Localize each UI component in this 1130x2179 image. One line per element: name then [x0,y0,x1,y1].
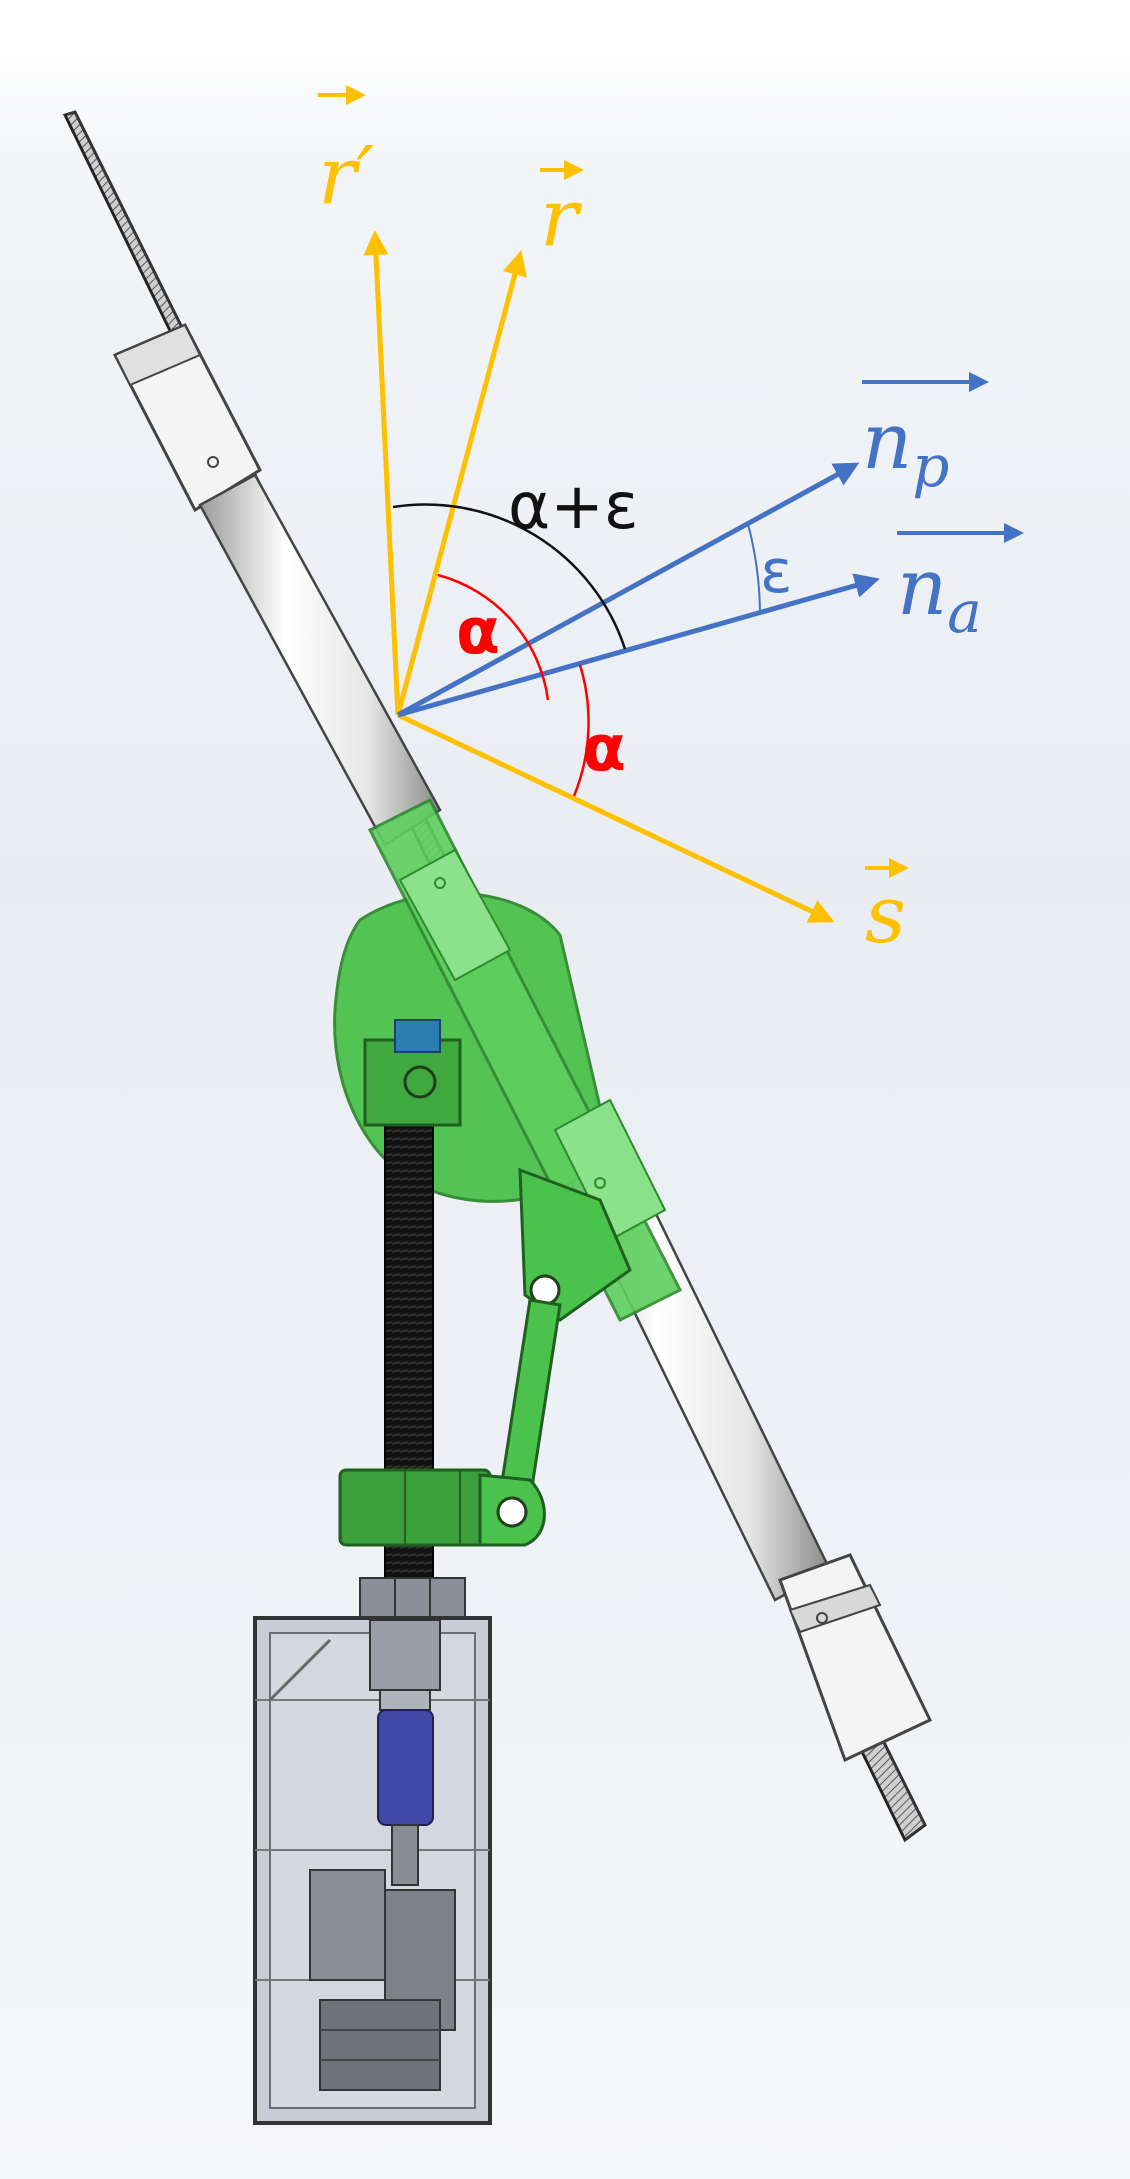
hex-nut [359,1577,466,1621]
arc-alpha-lower [572,664,590,797]
vector-arrows [363,230,880,923]
vector-labels: r′ r np na s [318,85,1024,961]
vector-r-prime [363,230,401,716]
linkage-lower-arm [498,1298,562,1502]
label-r-prime: r′ [318,85,374,222]
label-s-text: s [865,868,906,961]
label-n-a-sub: a [947,578,982,646]
label-r: r [540,160,584,264]
angle-labels: α+ε α α ε [456,470,792,786]
pivot-block [363,1038,462,1127]
arc-alpha-epsilon [392,503,627,650]
arc-epsilon [747,523,761,614]
motor [377,1709,434,1826]
label-n-a: na [897,523,1024,646]
label-n-p-base: n [862,397,912,487]
label-n-p: np [862,372,989,500]
actuator-collar [338,1468,492,1547]
label-alpha-epsilon: α+ε [508,470,638,544]
vector-n-p [396,462,860,718]
label-n-p-sub: p [912,432,949,500]
vector-s [396,712,835,923]
linkage-joint-lower [496,1496,528,1528]
svg-text:na: na [897,543,982,646]
label-alpha-lower: α [582,712,626,786]
angle-arcs [392,503,761,797]
vector-r [395,250,527,716]
label-r-text: r [540,171,583,264]
upper-support-tube [198,473,442,847]
vector-n-a [397,573,880,718]
label-r-prime-text: r′ [318,129,374,222]
label-epsilon: ε [760,537,792,607]
label-s: s [865,858,909,961]
label-alpha-upper: α [456,595,500,669]
label-n-a-base: n [897,543,947,633]
svg-text:np: np [862,397,949,500]
tracker-mechanism [62,110,933,2125]
arc-alpha-upper [437,573,550,701]
lower-end-cap [778,1553,933,1763]
